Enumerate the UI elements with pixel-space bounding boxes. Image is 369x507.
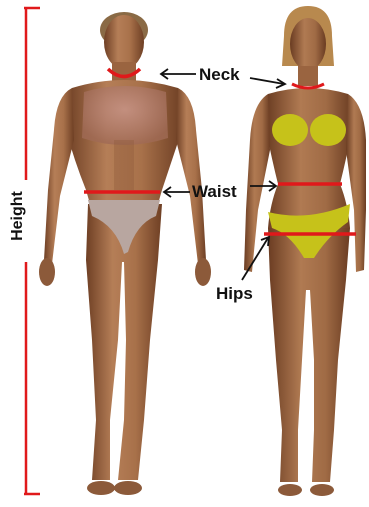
height-label: Height — [10, 186, 26, 246]
height-bracket — [24, 8, 40, 494]
neck-label: Neck — [199, 66, 240, 83]
waist-label: Waist — [192, 183, 237, 200]
hips-label: Hips — [216, 285, 253, 302]
male-figure — [39, 12, 211, 495]
